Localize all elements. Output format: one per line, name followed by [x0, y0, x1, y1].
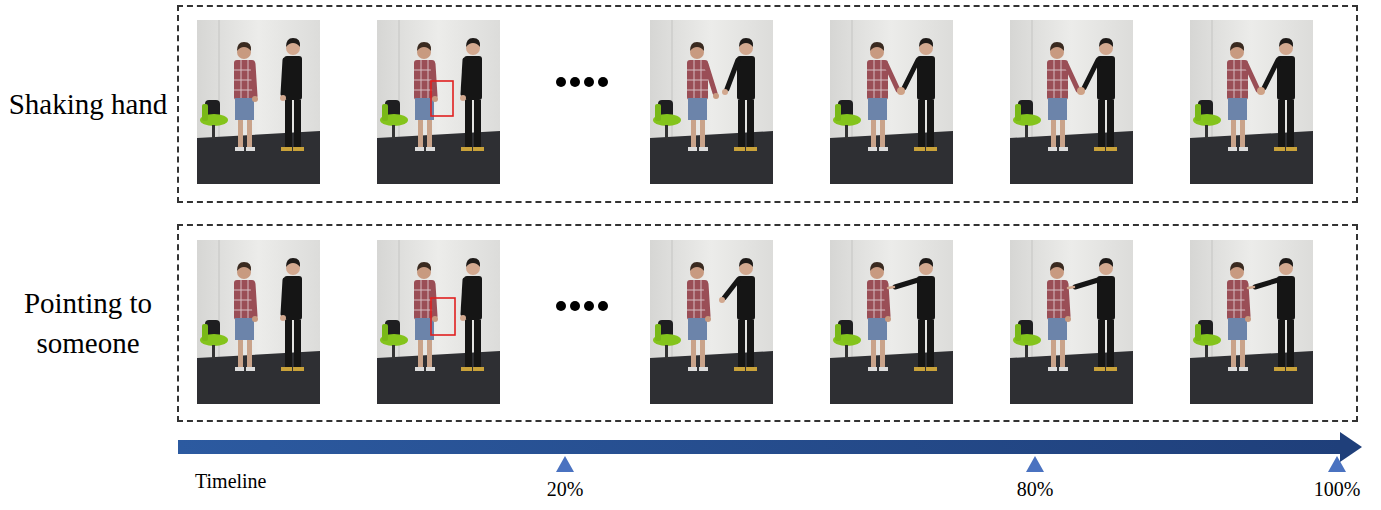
percent-mark: 100%	[1314, 477, 1361, 501]
row-group: Shaking hand	[0, 5, 1358, 203]
arm-pose	[432, 64, 438, 102]
arm-pose	[460, 280, 466, 321]
row-group: Pointing to someone	[0, 224, 1358, 422]
timeline-arrowhead	[1340, 432, 1362, 462]
row-label: Pointing to someone	[2, 283, 174, 363]
arm-pose	[722, 60, 738, 95]
dot	[584, 77, 594, 87]
video-frame	[1010, 20, 1133, 184]
row-label: Shaking hand	[2, 84, 174, 124]
arm-pose	[460, 60, 466, 101]
dashed-frame	[177, 224, 1358, 422]
arm-pose	[885, 284, 891, 322]
video-frame	[1190, 240, 1313, 404]
axis-title: Timeline	[195, 469, 267, 493]
arm-pose	[1245, 284, 1251, 322]
arm-pose	[706, 64, 719, 99]
video-frames	[197, 240, 1313, 404]
video-frame	[197, 240, 320, 404]
video-frame	[650, 240, 773, 404]
timeline-bar	[178, 440, 1342, 454]
video-frame	[197, 20, 320, 184]
arm-pose	[886, 60, 918, 95]
video-frame	[830, 240, 953, 404]
dot	[570, 301, 580, 311]
highlight-box	[431, 81, 453, 116]
arm-pose	[280, 60, 286, 101]
highlight-box	[431, 298, 455, 335]
arm-pose	[252, 284, 258, 322]
percent-mark: 20%	[547, 477, 584, 501]
arm-pose	[280, 280, 286, 321]
arm-pose	[1066, 60, 1098, 95]
dot	[598, 77, 608, 87]
timeline-marker	[1328, 456, 1346, 472]
ellipsis-dots	[556, 77, 608, 311]
timeline-marker	[556, 456, 574, 472]
arm-pose	[888, 280, 918, 288]
video-frame	[650, 20, 773, 184]
video-frame	[1190, 20, 1313, 184]
arm-pose	[1246, 60, 1278, 95]
arm-pose	[252, 64, 258, 102]
arm-pose	[1248, 280, 1278, 288]
dot	[584, 301, 594, 311]
arm-pose	[719, 280, 738, 303]
video-frames	[197, 20, 1313, 184]
arm-pose	[1068, 280, 1098, 288]
arm-pose	[705, 284, 711, 322]
arm-pose	[432, 284, 438, 322]
timeline-marker	[1026, 456, 1044, 472]
dot	[570, 77, 580, 87]
video-frame	[830, 20, 953, 184]
video-frame	[1010, 240, 1133, 404]
percent-mark: 80%	[1017, 477, 1054, 501]
arm-pose	[1065, 284, 1071, 322]
video-frame	[377, 20, 500, 184]
dot	[598, 301, 608, 311]
dashed-frame	[177, 5, 1358, 203]
dot	[556, 301, 566, 311]
video-frame	[377, 240, 500, 404]
dot	[556, 77, 566, 87]
